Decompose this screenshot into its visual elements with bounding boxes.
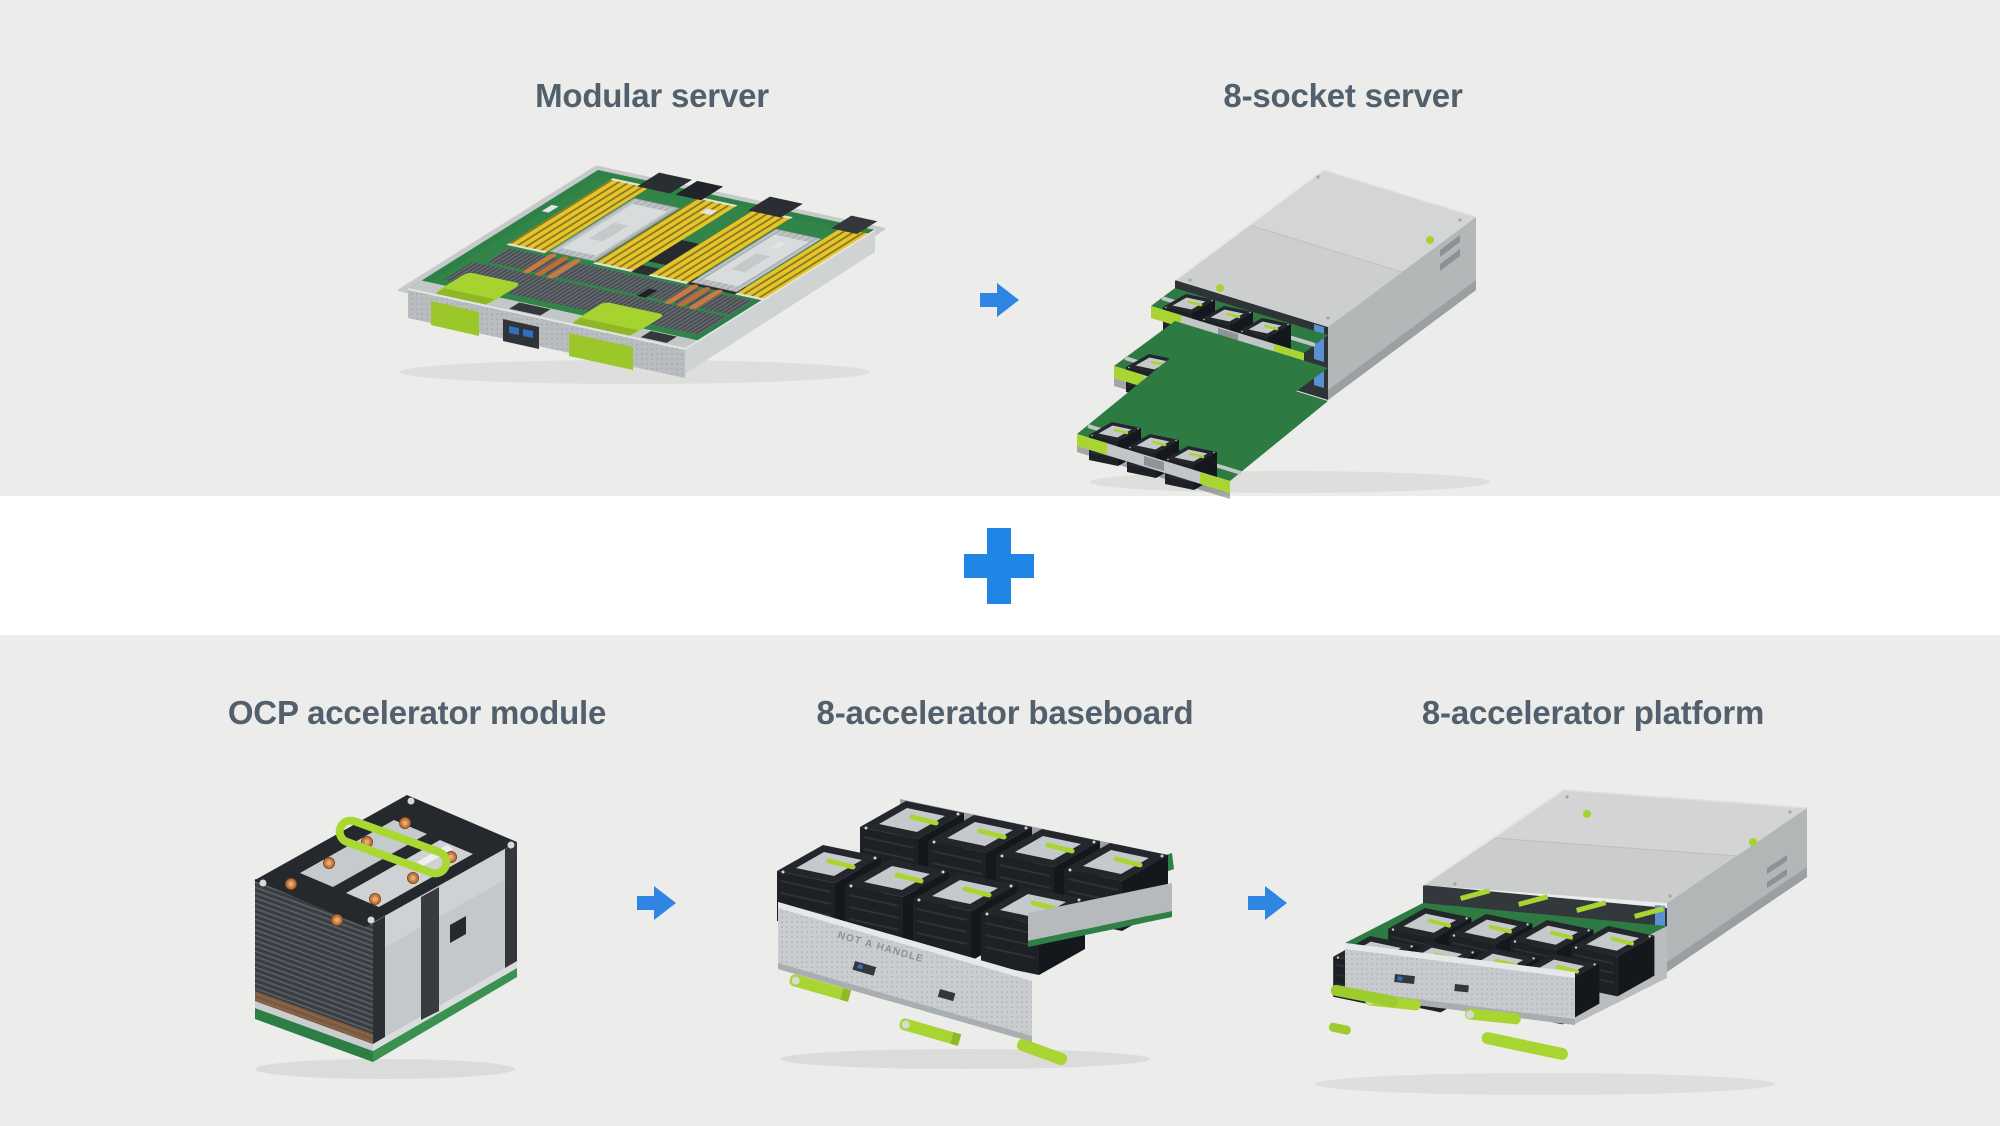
lime-latch <box>899 1018 962 1046</box>
platform-caption: 8-accelerator platform <box>1421 694 1765 731</box>
platform-illustration <box>1275 772 1835 1102</box>
lime-lever-left <box>1330 984 1398 1007</box>
modular-server-caption: Modular server <box>535 77 769 114</box>
lime-latch <box>1464 1008 1521 1025</box>
lime-handle <box>335 816 451 878</box>
lime-lever-bottom <box>1481 1032 1568 1060</box>
baseboard-caption: 8-accelerator baseboard <box>816 694 1194 731</box>
ocp-module-illustration <box>225 785 525 1085</box>
right-arrow-icon <box>1248 880 1288 926</box>
lime-latch <box>789 974 852 1002</box>
socket-server-illustration <box>1060 130 1530 500</box>
ocp-module-caption: OCP accelerator module <box>227 694 607 731</box>
modular-server-illustration <box>385 112 895 387</box>
right-arrow-icon <box>980 277 1020 323</box>
lime-lever-nub <box>1328 1022 1351 1035</box>
baseboard-illustration: NOT A HANDLE <box>760 765 1180 1075</box>
plus-icon <box>964 528 1034 604</box>
copper-pins <box>285 817 457 926</box>
lime-corner-hook <box>1016 1038 1068 1066</box>
socket-server-caption: 8-socket server <box>1223 77 1463 114</box>
right-arrow-icon <box>637 880 677 926</box>
